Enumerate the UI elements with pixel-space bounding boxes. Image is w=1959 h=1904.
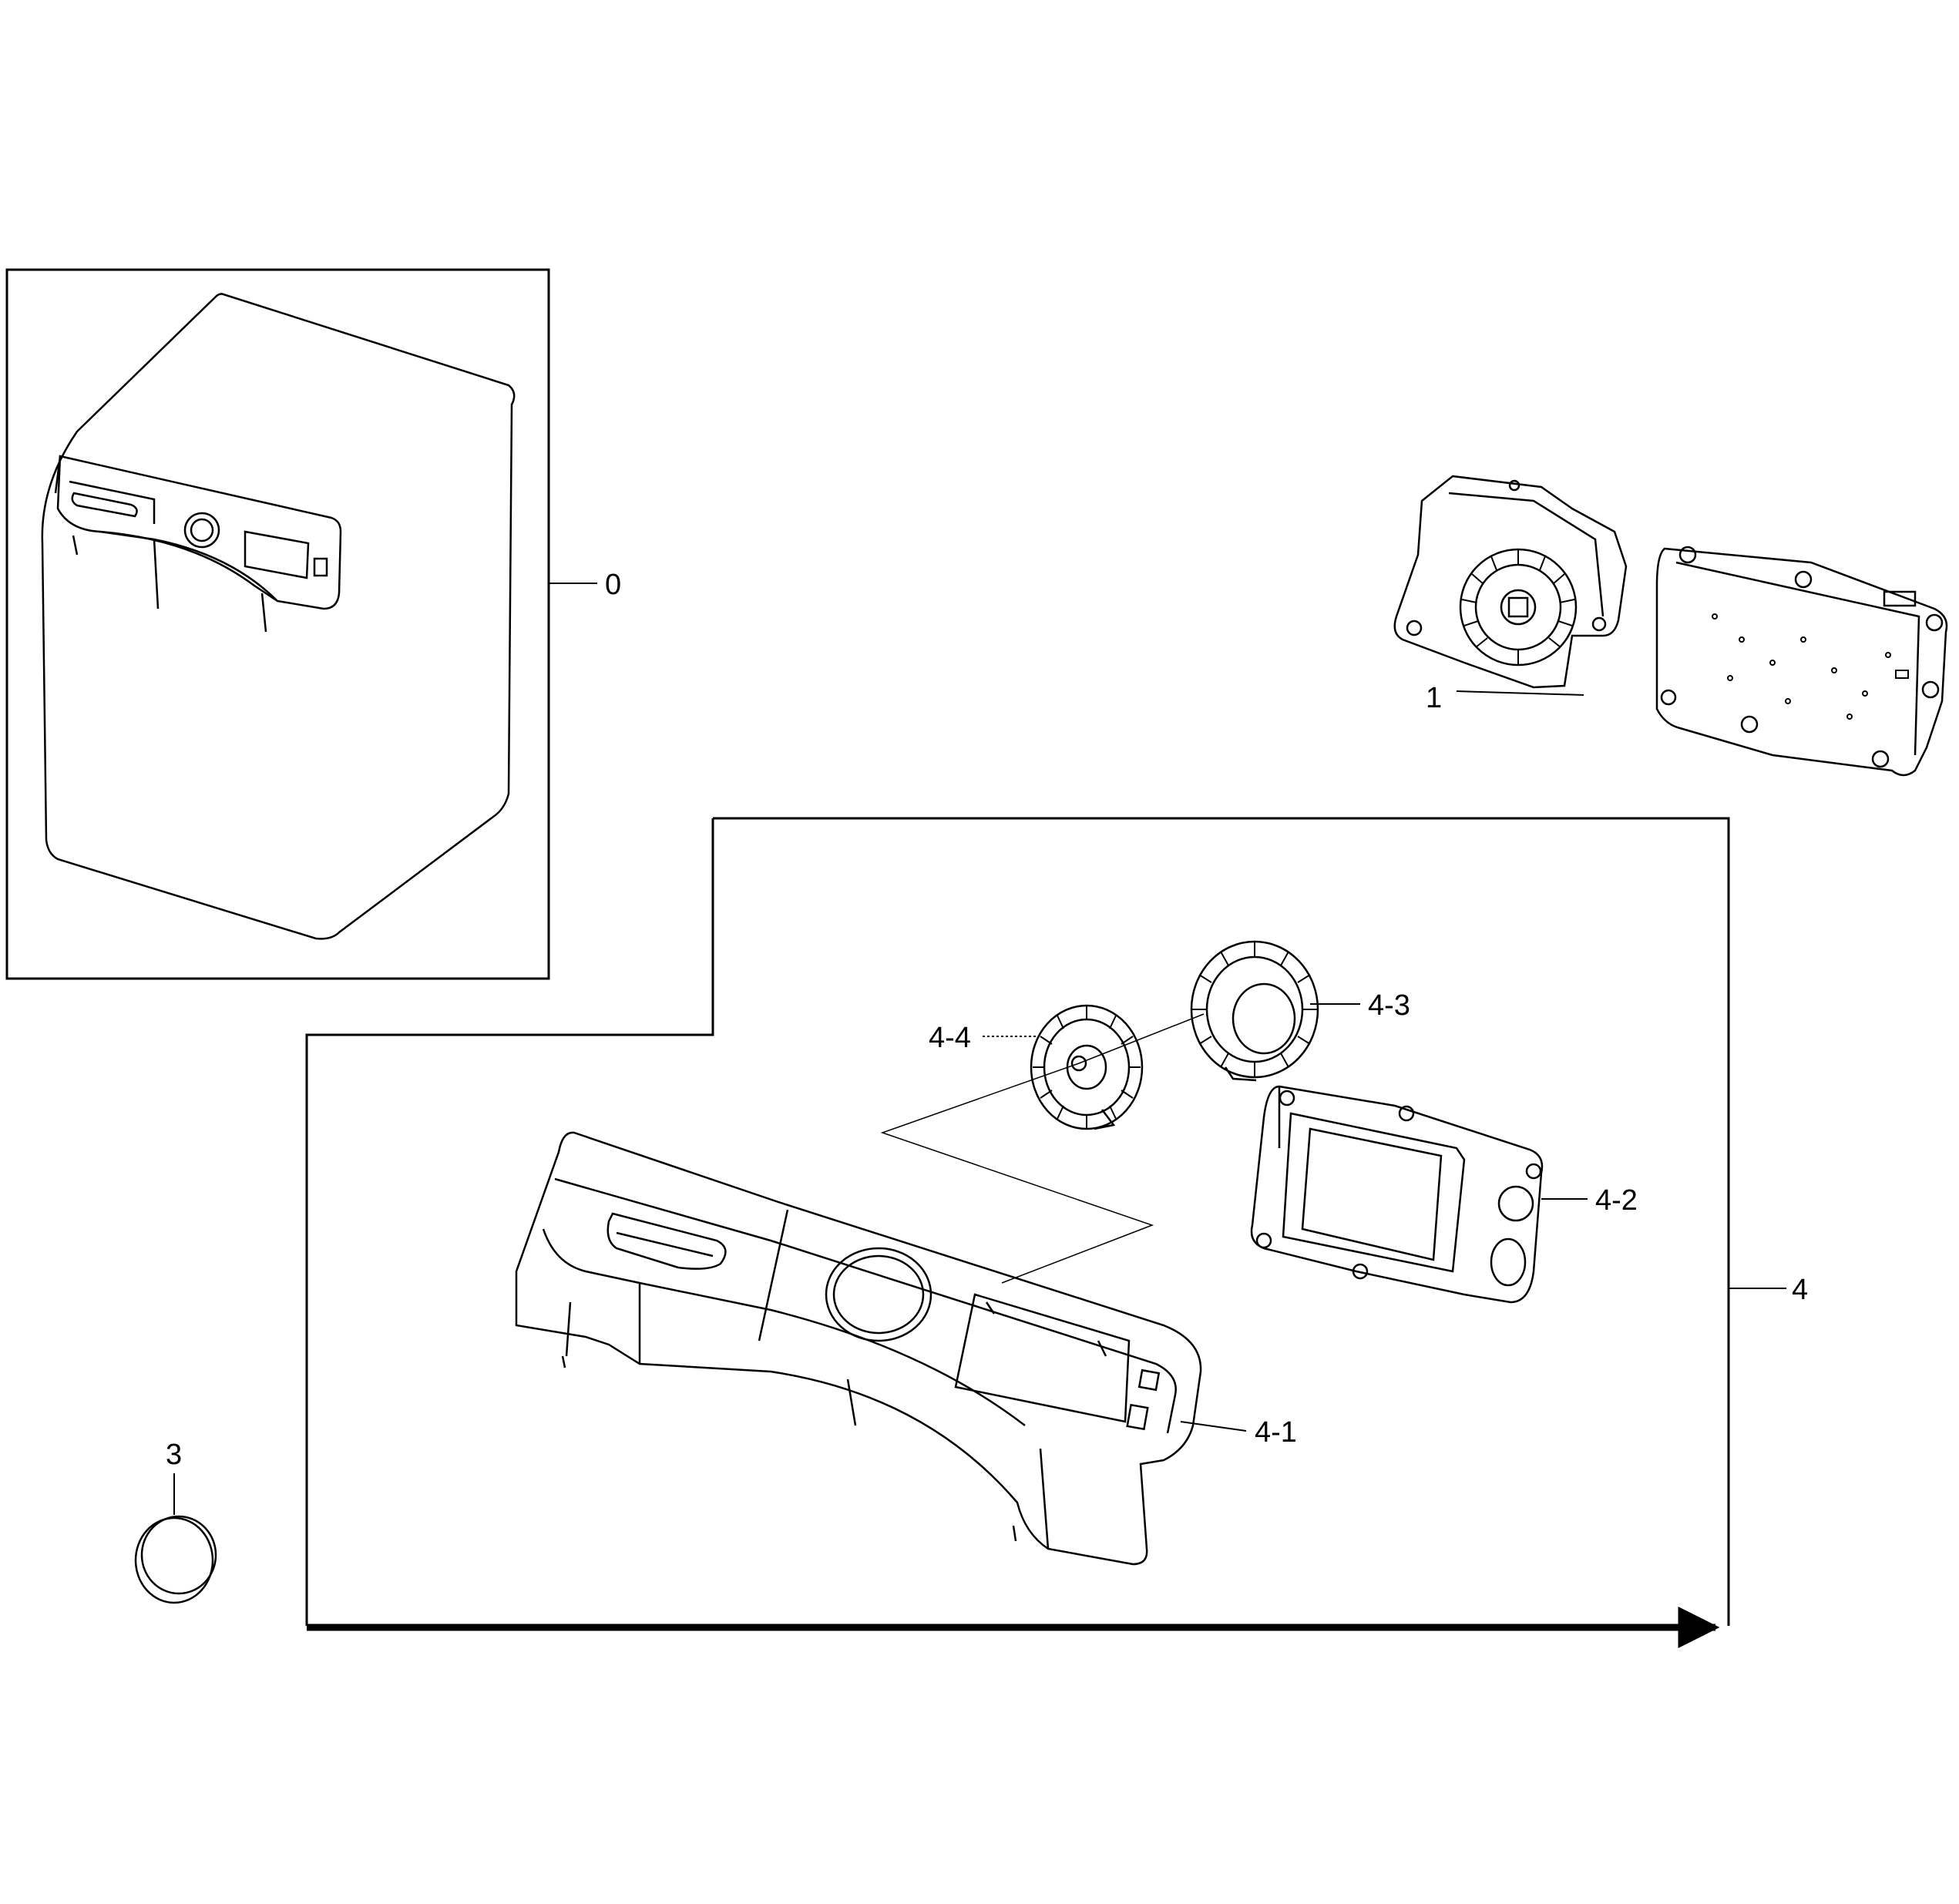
assembly-0-box	[5, 268, 550, 980]
callout-4-3: 4-3	[1368, 989, 1410, 1022]
explosion-guides	[880, 1013, 1205, 1284]
part-4-1-control-panel	[515, 1131, 1202, 1566]
callout-4-1: 4-1	[1255, 1416, 1297, 1449]
callout-1: 1	[1426, 682, 1442, 714]
callout-3: 3	[166, 1439, 182, 1471]
part-4-4-dial-encoder	[1030, 1004, 1144, 1130]
assembly-4-box	[305, 817, 1730, 1648]
callout-4-2: 4-2	[1595, 1184, 1638, 1217]
washer-cabinet-drawing	[41, 293, 516, 940]
part-4-3-encoder-ring	[1190, 940, 1319, 1082]
callout-0: 0	[605, 569, 621, 601]
part-3-knob-cap	[134, 1515, 217, 1604]
part-4-2-display-board	[1250, 1085, 1544, 1304]
callout-4: 4	[1792, 1274, 1808, 1306]
callout-4-4: 4-4	[929, 1022, 971, 1054]
part-1-control-boards	[1393, 475, 1948, 777]
leader-lines	[173, 583, 1786, 1515]
